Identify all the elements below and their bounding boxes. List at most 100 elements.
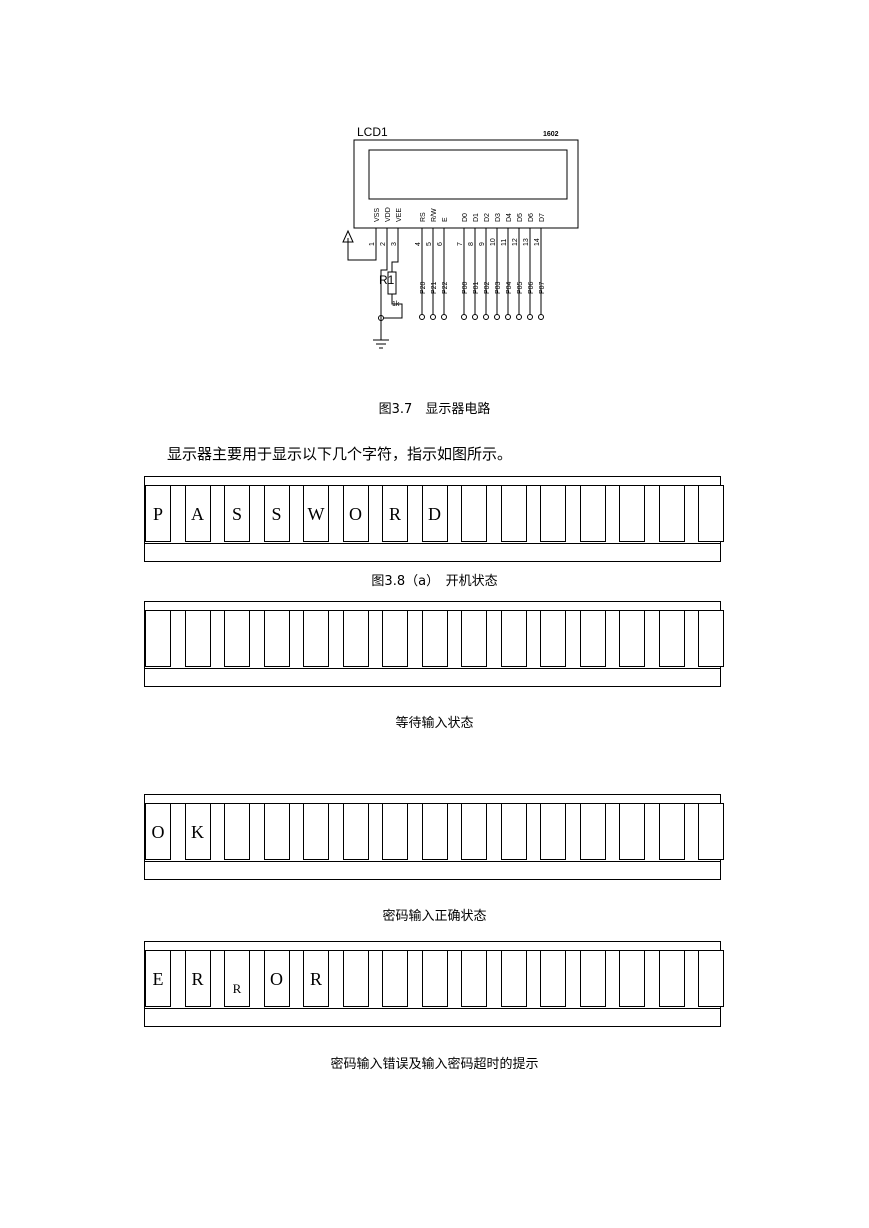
lcd-char-cell [619,485,645,542]
lcd-char-cell: R [224,950,250,1007]
lcd-panel [144,601,724,687]
pin-name-label: D4 [506,213,513,222]
net-label: P22 [442,281,449,294]
panel-caption: 图3.8（a） 开机状态 [371,574,498,589]
panel-caption: 等待输入状态 [395,716,474,731]
vss-wire [347,242,377,261]
net-label: P06 [528,281,535,294]
terminal [430,314,436,320]
lcd-char-cell [540,485,566,542]
pin-name-label: R/W [431,208,438,222]
lcd-char-cell [342,950,369,1007]
terminal [483,314,489,320]
lcd-char-cell: S [263,485,290,542]
lcd-char-cell [342,610,369,667]
lcd-char-cell: R [184,950,211,1007]
lcd-char: D [428,504,441,524]
pin-name-label: E [442,217,449,222]
lcd-char: P [152,504,163,524]
lcd-char-cell [500,803,527,860]
lcd-char-cell [303,610,329,667]
pin-name-label: D5 [517,213,524,222]
pin-number-label: 6 [437,242,444,246]
lcd-char-cell [224,803,250,860]
net-label: P00 [462,281,469,294]
pin-name-label: VEE [396,208,403,222]
lcd-char-cell: W [303,485,329,542]
lcd-char-cell [145,610,171,667]
lcd-char: E [152,969,164,989]
lcd-char: W [307,504,325,524]
lcd-char-cell [658,803,685,860]
lcd-char-cell [184,610,211,667]
resistor-value-label: 1k [392,301,400,308]
pin-name-label: D2 [484,213,491,222]
panel-caption: 密码输入正确状态 [382,909,487,924]
lcd-char-cell [263,803,290,860]
lcd-char-cell: D [421,485,448,542]
lcd-char-cell [461,803,487,860]
pin-number-label: 10 [490,238,497,246]
lcd-char-cell [421,803,448,860]
lcd-char: O [349,504,362,524]
lcd-char-cell [224,610,250,667]
lcd-char-cell [579,610,606,667]
pin-name-label: D1 [473,213,480,222]
lcd-char-cell [658,485,685,542]
lcd-char-cell [382,950,408,1007]
lcd-char-cell [658,610,685,667]
lcd-char-cell [540,803,566,860]
terminal [527,314,533,320]
panel-caption: 密码输入错误及输入密码超时的提示 [330,1057,539,1072]
lcd-char-cell: P [145,485,171,542]
lcd-model-label: 1602 [543,131,559,138]
pin-name-label: VSS [374,208,381,222]
lcd-char: A [191,504,204,524]
terminal [516,314,522,320]
net-label: P04 [506,281,513,294]
lcd-char-cell [500,950,527,1007]
pin-number-label: 3 [391,242,398,246]
net-label: P07 [539,281,546,294]
terminal [538,314,544,320]
lcd-char-cell [658,950,685,1007]
terminal [472,314,478,320]
terminal [494,314,500,320]
pin-number-label: 8 [468,242,475,246]
lcd-char-cell [421,610,448,667]
resistor-name-label: R1 [379,273,395,287]
lcd-char-cell [461,485,487,542]
net-label: P21 [431,281,438,294]
net-label: P20 [420,281,427,294]
lcd-char-cell: O [342,485,369,542]
lcd-char-cell [698,485,724,542]
net-label: P03 [495,281,502,294]
lcd-char: K [191,822,204,842]
vee-wire [391,248,399,272]
lcd-char: R [232,981,242,996]
net-label: P01 [473,281,480,294]
pin-number-label: 9 [479,242,486,246]
lcd-char-cell [619,610,645,667]
lcd-char-cell [579,485,606,542]
lcd-char-cell [263,610,290,667]
lcd-char: O [151,822,165,842]
pin-name-label: RS [420,212,427,222]
lcd-char-cell: O [145,803,171,860]
lcd-char: S [231,504,242,524]
body-paragraph: 显示器主要用于显示以下几个字符，指示如图所示。 [167,445,513,463]
lcd-char: R [191,969,204,989]
figure-caption: 图3.7 显示器电路 [378,402,491,417]
terminal [461,314,467,320]
lcd-module-outline [353,139,579,229]
lcd-char: R [309,969,322,989]
lcd-char-cell [540,610,566,667]
lcd-char-cell: E [145,950,171,1007]
lcd-name-label: LCD1 [357,125,388,139]
lcd-screen [368,149,568,200]
lcd-char-cell [698,950,724,1007]
lcd-char-cell: K [184,803,211,860]
